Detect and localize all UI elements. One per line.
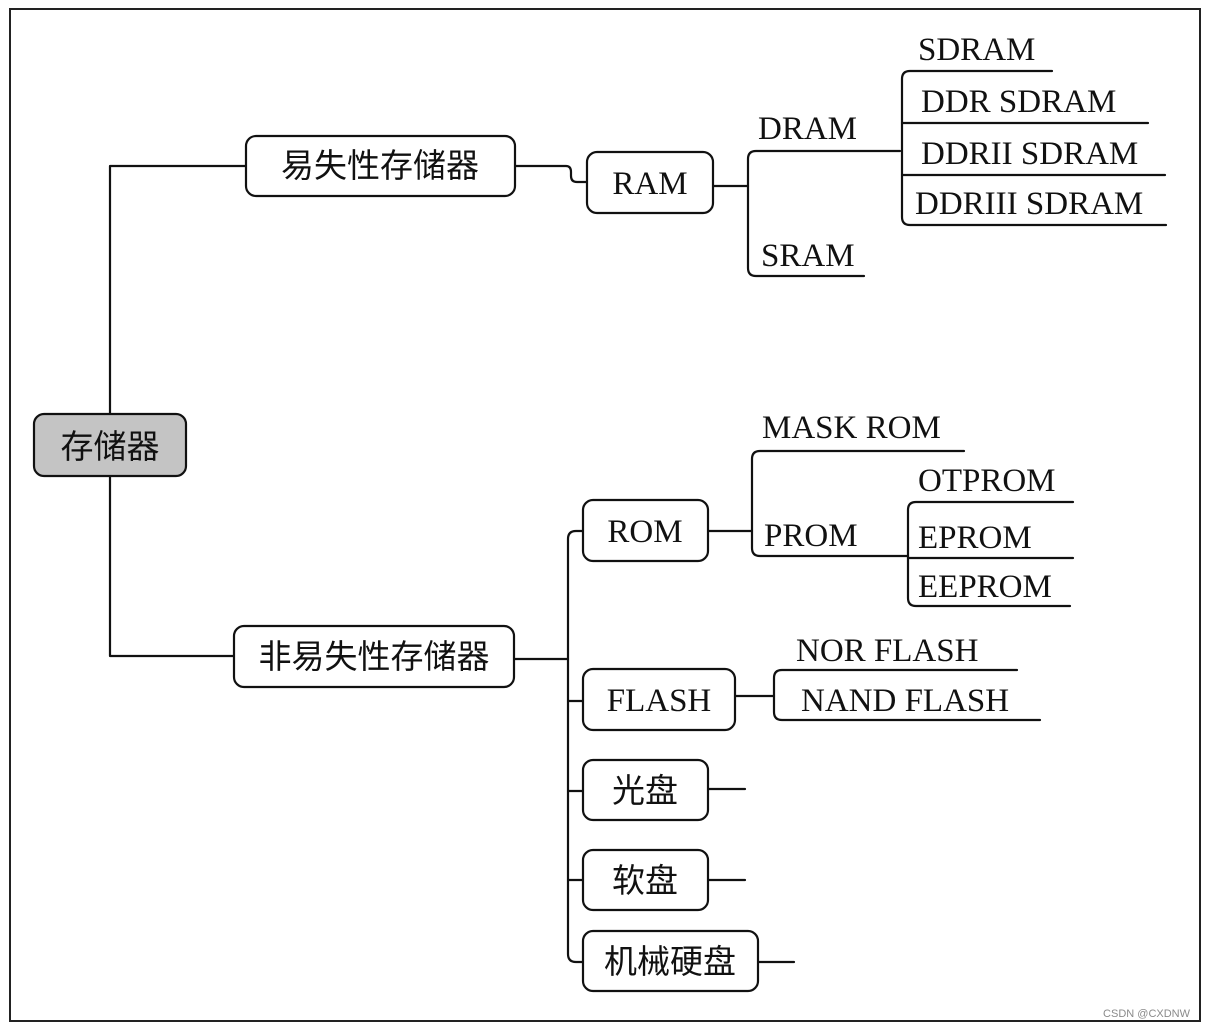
otprom-label: OTPROM — [918, 463, 1056, 499]
eeprom-label: EEPROM — [918, 569, 1052, 605]
node-floppy: 软盘 — [581, 848, 710, 912]
edge-root-volatile — [108, 164, 248, 416]
optical-label: 光盘 — [612, 773, 678, 810]
node-hdd: 机械硬盘 — [581, 929, 760, 993]
node-ram: RAM — [585, 150, 715, 215]
nonvolatile-label: 非易失性存储器 — [259, 639, 490, 676]
connectors — [108, 69, 1168, 964]
edge-dram-bracket — [900, 69, 1168, 227]
node-optical: 光盘 — [581, 758, 710, 822]
edge-rom-bracket — [750, 449, 966, 558]
node-rom: ROM — [581, 498, 710, 563]
volatile-label: 易失性存储器 — [281, 148, 479, 185]
root-label: 存储器 — [61, 429, 160, 466]
sram-label: SRAM — [761, 238, 855, 274]
edge-ram-bracket — [746, 149, 902, 278]
ram-label: RAM — [612, 166, 687, 202]
rom-label: ROM — [607, 514, 682, 550]
edge-flash-bracket — [772, 668, 1042, 722]
nor-flash-label: NOR FLASH — [796, 633, 978, 669]
hdd-label: 机械硬盘 — [604, 944, 736, 981]
sdram-label: SDRAM — [918, 32, 1035, 68]
flash-label: FLASH — [607, 683, 712, 719]
ddr-sdram-label: DDR SDRAM — [921, 84, 1116, 120]
ddriii-sdram-label: DDRIII SDRAM — [915, 186, 1143, 222]
edge-prom-bracket — [906, 500, 1075, 608]
node-root: 存储器 — [32, 412, 188, 478]
dram-label: DRAM — [758, 111, 857, 147]
watermark: CSDN @CXDNW — [1103, 1008, 1191, 1020]
node-volatile: 易失性存储器 — [244, 134, 517, 198]
edge-root-nonvolatile — [108, 474, 236, 658]
node-nonvolatile: 非易失性存储器 — [232, 624, 516, 689]
edge-volatile-ram — [513, 164, 589, 184]
prom-label: PROM — [764, 518, 858, 554]
nand-flash-label: NAND FLASH — [801, 683, 1009, 719]
floppy-label: 软盘 — [612, 863, 678, 900]
ddrii-sdram-label: DDRII SDRAM — [921, 136, 1138, 172]
eprom-label: EPROM — [918, 520, 1032, 556]
node-flash: FLASH — [581, 667, 737, 732]
edge-nonvolatile-bracket — [566, 529, 585, 964]
mask-rom-label: MASK ROM — [762, 410, 941, 446]
